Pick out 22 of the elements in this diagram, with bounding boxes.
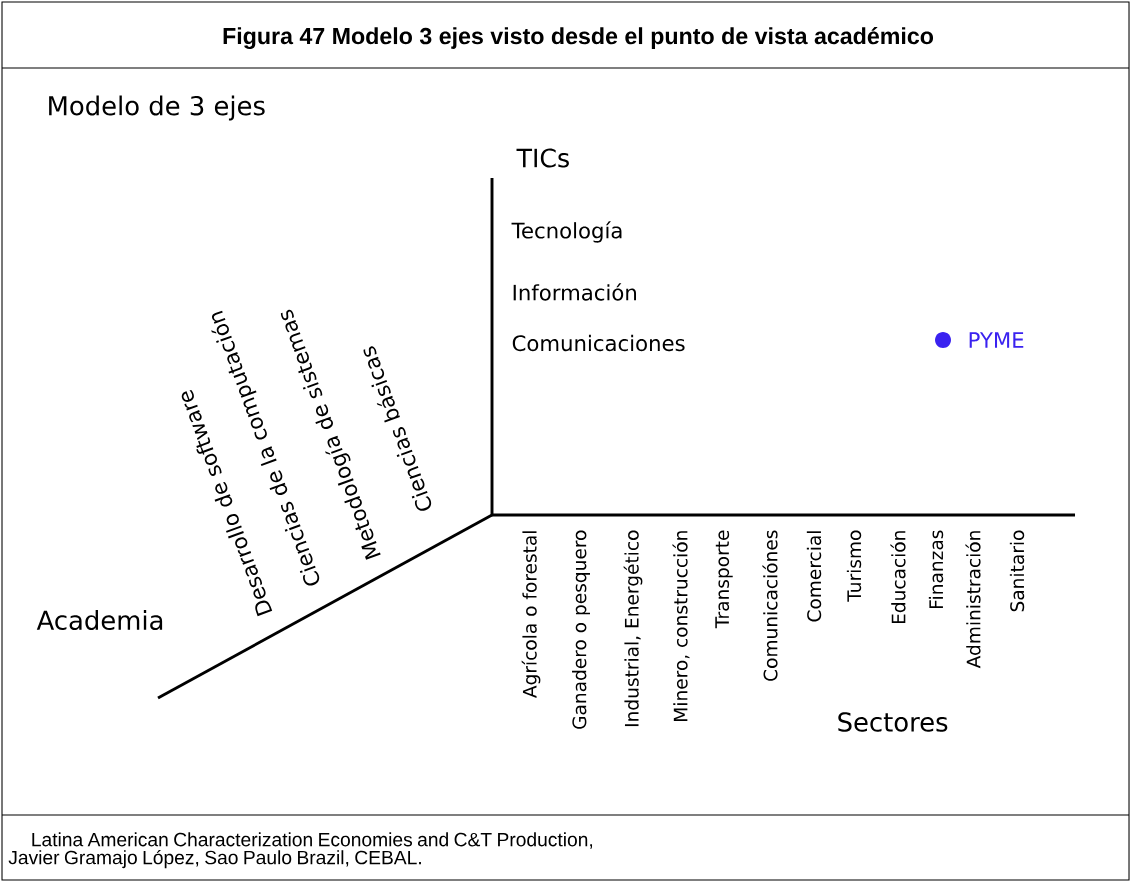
point-label: PYME	[969, 332, 1024, 348]
axis-category: Sanitario	[1009, 530, 1025, 612]
axis-category: Educación	[890, 531, 906, 624]
axis-category: Industrial, Energético	[623, 530, 643, 727]
axis-category: Tecnología	[511, 221, 622, 243]
axis-category: Minero, construcción	[672, 531, 690, 721]
axis-title: TICs	[516, 148, 569, 168]
axis-category: Comunicaciones	[512, 334, 685, 352]
axis-category: Agrícola o forestal	[521, 531, 541, 698]
axis-category: Comunicaciónes	[762, 530, 778, 681]
axis-title: Academia	[36, 610, 163, 630]
axis-category: Finanzas	[928, 530, 944, 608]
axis-category: Turismo	[846, 530, 862, 602]
axis-category: Información	[513, 283, 636, 301]
axis-category: Comercial	[806, 531, 822, 622]
figure-title: Figura 47 Modelo 3 ejes visto desde el punto de vista académico	[223, 27, 933, 49]
source-caption: Latina American Characterization Economies and C&T Production, Javier Gramajo López, Sao Paulo Brazil, CEBAL.	[8, 832, 593, 869]
axis-category: Administración	[965, 531, 981, 669]
axis-title: Sectores	[838, 712, 948, 732]
axis-category: Transporte	[715, 530, 733, 629]
axis-title: Modelo de 3 ejes	[49, 95, 265, 121]
axis-category: Ganadero o pesquero	[572, 530, 590, 729]
